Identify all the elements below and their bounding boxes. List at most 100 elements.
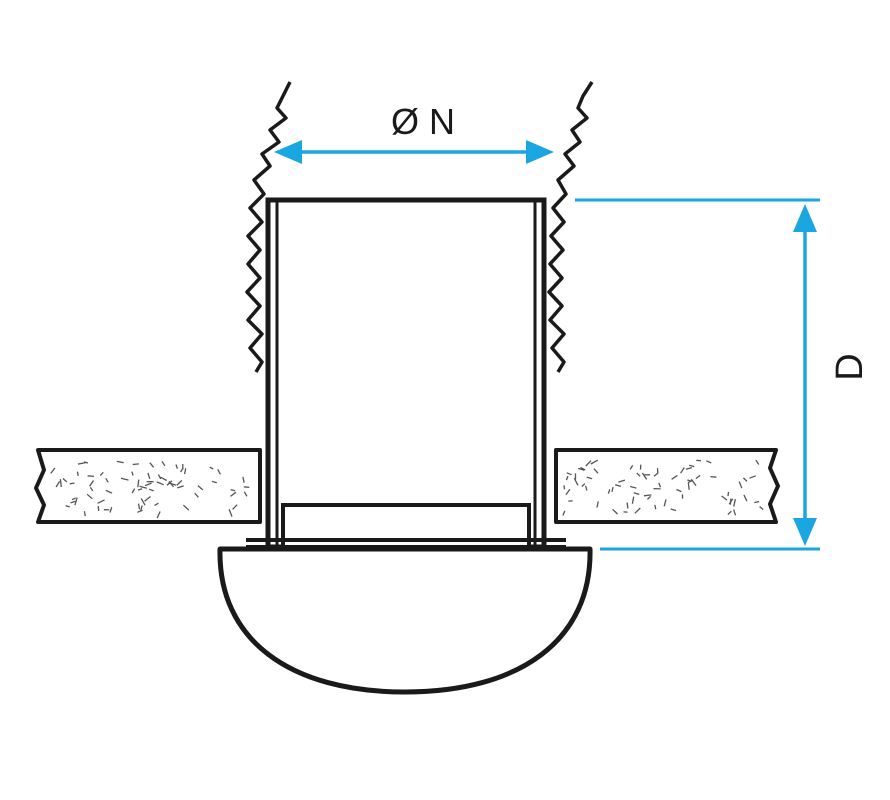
board-texture-dash [148,488,154,492]
board-texture-dash [565,488,571,496]
board-texture-dash [578,467,585,471]
board-texture-dash [727,510,732,515]
board-texture-dash [77,461,86,465]
board-texture-dash [689,464,695,468]
board-texture-dash [137,488,143,491]
board-texture-dash [139,505,143,512]
board-texture-dash [131,471,134,476]
board-texture-dash [738,481,743,489]
fitting-body [246,197,566,550]
board-texture-dash [710,475,717,478]
board-texture-dash [89,487,94,492]
board-texture-dash [646,495,652,500]
board-texture-dash [671,474,678,480]
board-texture-dash [69,482,75,485]
board-texture-dash [586,476,593,480]
board-texture-dash [611,486,614,493]
board-texture-dash [144,495,151,502]
board-texture-dash [742,477,748,482]
board-texture-dash [563,485,566,490]
board-texture-dash [243,486,250,489]
board-texture-dash [654,504,657,510]
board-texture-dash [629,465,634,470]
depth-dimension: D [575,198,871,551]
board-texture-dash [99,471,104,477]
board-texture-dash [630,485,637,489]
board-texture-dash [695,474,701,480]
board-texture-dash [140,498,146,506]
board-texture-dash [593,468,599,474]
board-texture-dash [50,467,56,474]
arrowhead-right [526,140,554,164]
board-texture-dash [596,501,599,508]
board-texture-dash [581,483,586,487]
board-texture-dash [743,494,748,502]
break-line-right [547,81,594,373]
board-texture-dash [70,500,76,504]
board-texture-dash [176,479,183,486]
board-texture-dash [565,475,569,481]
board-texture-dash [618,479,626,483]
board-texture-dash [131,488,136,494]
board-texture-dash [584,485,588,491]
board-texture-dash [83,461,89,464]
board-texture-dash [232,504,238,510]
board-texture-dash [177,485,184,489]
board-texture-dash [120,477,129,481]
board-texture-dash [168,482,177,486]
board-texture-dash [217,468,221,475]
board-texture-dash [209,466,214,470]
board-texture-dash [149,462,155,468]
board-texture-dash [144,482,152,487]
board-texture-dash [137,479,140,488]
board-texture-dash [175,464,179,469]
board-texture-dash [116,460,124,464]
board-texture-dash [139,485,147,489]
board-texture-dash [590,459,599,465]
arrowhead-left [274,140,302,164]
arrowhead-bottom [793,518,817,546]
ceiling-board-left [34,448,262,524]
ceiling-board-right [554,448,780,524]
board-texture-dash [230,491,237,497]
board-texture-dash [89,480,95,487]
board-texture-dash [755,459,760,465]
board-texture-dash [87,475,95,478]
board-texture-dash [754,500,760,504]
board-texture-dash [580,466,586,471]
board-texture-dash [71,497,76,501]
board-texture-dash [137,509,143,513]
board-texture-dash [566,472,572,476]
diameter-label: Ø N [391,101,455,142]
board-texture-dash [160,476,168,482]
board-texture-dash [687,482,690,490]
board-texture-dash [161,460,166,467]
board-texture-dash [663,499,667,507]
board-texture-dash [728,498,734,505]
board-texture-dash [643,494,652,497]
board-texture-dash [74,497,78,506]
board-texture-dash [562,510,566,516]
board-texture-dash [585,460,592,467]
board-texture-dash [612,508,619,515]
board-texture-dash [658,482,662,488]
board-texture-dash [156,511,161,519]
board-texture-dash [154,502,159,506]
board-texture-dash [636,472,641,477]
board-texture-dash [733,498,737,507]
board-texture-dash [626,502,629,509]
board-texture-dash [670,508,677,512]
depth-label: D [829,353,871,380]
board-texture-dash [109,507,113,513]
board-texture-dash [97,505,100,511]
board-texture-dash [641,472,648,480]
board-texture-dash [83,511,86,517]
board-texture-dash [733,509,737,516]
board-texture-dash [182,504,190,511]
board-texture-dash [230,488,236,492]
board-texture-dash [653,472,659,477]
board-texture-dash [749,475,757,479]
board-texture-dash [631,496,635,504]
board-texture-dash [157,474,162,480]
